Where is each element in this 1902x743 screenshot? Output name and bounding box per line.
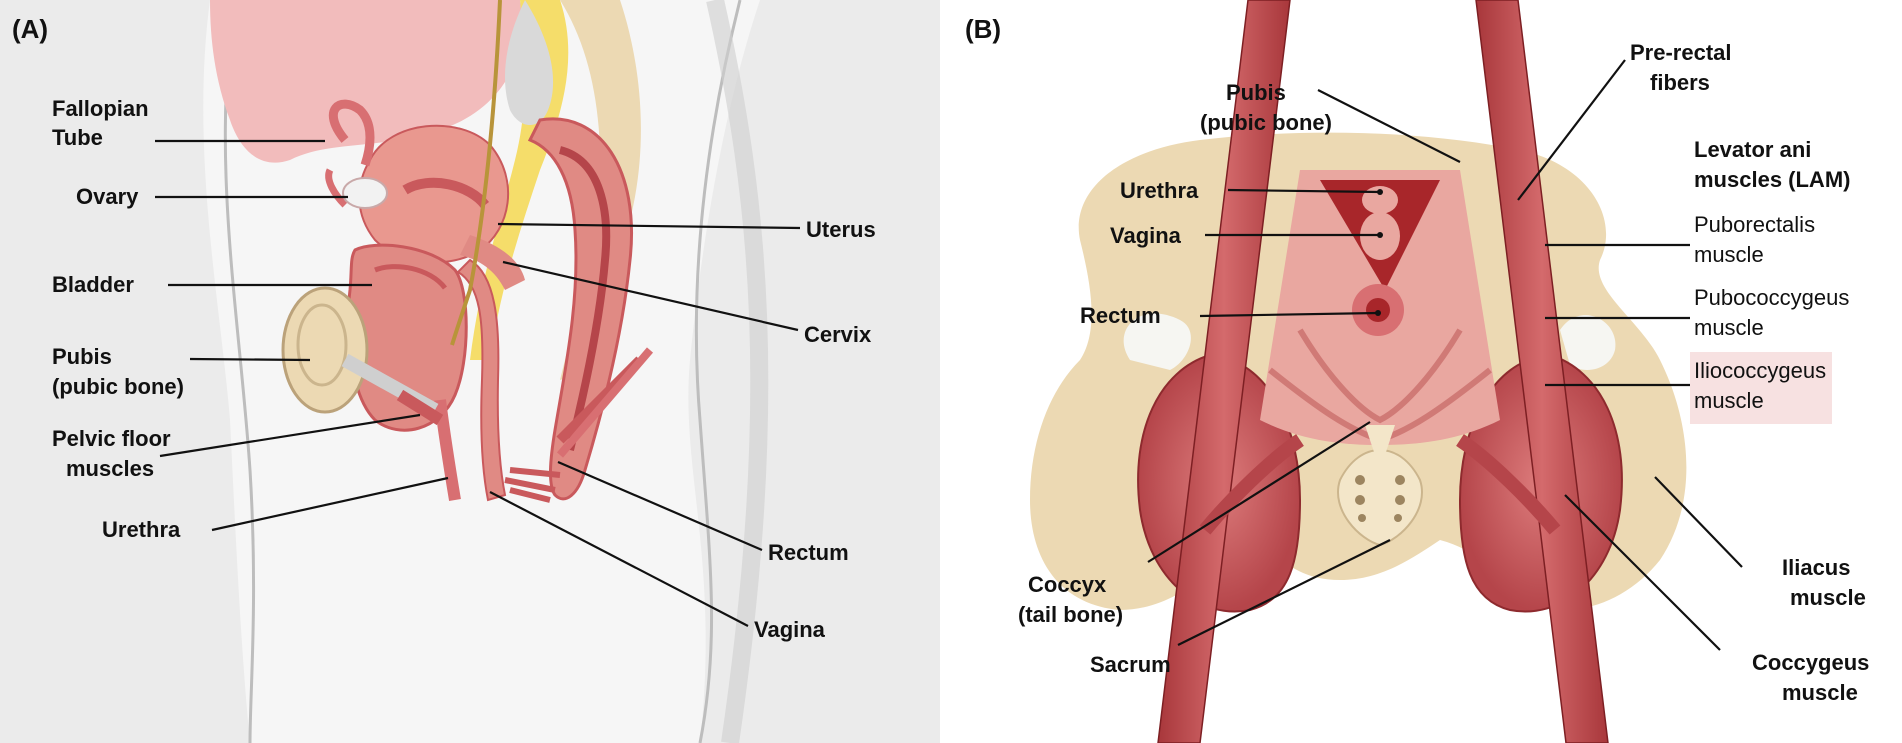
fimbriae <box>325 168 348 208</box>
label-b-vagina: Vagina <box>1110 223 1182 248</box>
label-pubococcygeus-line2: muscle <box>1694 315 1764 340</box>
pubococcygeus-fibers <box>1297 328 1463 424</box>
pelvic-floor-back-2 <box>556 347 654 458</box>
vagina-shape <box>456 258 507 502</box>
label-cervix: Cervix <box>804 322 872 347</box>
bladder-wall <box>374 264 447 290</box>
panel-b-leader-dots <box>1375 189 1383 316</box>
sacral-foramina <box>1355 475 1405 522</box>
ureter-line <box>450 0 502 346</box>
label-b-urethra: Urethra <box>1120 178 1199 203</box>
label-prerectal-line2: fibers <box>1650 70 1710 95</box>
label-fallopian-tube-line2: Tube <box>52 125 103 150</box>
label-puborectalis-line1: Puborectalis <box>1694 212 1815 237</box>
label-prerectal-line1: Pre-rectal <box>1630 40 1732 65</box>
uterine-cavity <box>402 177 489 209</box>
body-front-outline <box>223 0 256 743</box>
label-vagina: Vagina <box>754 617 826 642</box>
iliac-crest-right <box>1560 315 1616 370</box>
pelvic-floor-front <box>396 389 444 426</box>
label-lam-line1: Levator ani <box>1694 137 1811 162</box>
ovary-shape <box>342 177 388 209</box>
label-iliococcygeus-line1: Iliococcygeus <box>1694 358 1826 383</box>
label-puborectalis-line2: muscle <box>1694 242 1764 267</box>
colon-shadow <box>505 0 554 125</box>
label-b-pubis-line1: Pubis <box>1226 80 1286 105</box>
psoas-left <box>1157 0 1291 743</box>
panel-b: (B) Pubis (pubic bone) Pre-rectal fibers… <box>965 0 1869 743</box>
label-coccygeus-line1: Coccygeus <box>1752 650 1869 675</box>
panel-b-tag: (B) <box>965 14 1001 44</box>
panel-b-leaders <box>1147 59 1743 651</box>
panel-a: (A) Fallopian Tube Ovary Bladder Pubis (… <box>0 0 940 743</box>
iliac-crest-left <box>1123 313 1191 370</box>
urethra-tube <box>434 399 461 501</box>
buttock-shadow <box>706 0 769 743</box>
label-uterus: Uterus <box>806 217 876 242</box>
label-iliococcygeus-line2: muscle <box>1694 388 1764 413</box>
label-coccyx-line2: (tail bone) <box>1018 602 1123 627</box>
panel-a-leaders <box>155 139 801 627</box>
label-coccyx-line1: Coccyx <box>1028 572 1107 597</box>
label-sacrum: Sacrum <box>1090 652 1171 677</box>
label-iliacus-line2: muscle <box>1790 585 1866 610</box>
label-pubococcygeus-line1: Pubococcygeus <box>1694 285 1849 310</box>
pelvic-floor-fibers <box>504 467 561 503</box>
label-bladder: Bladder <box>52 272 134 297</box>
label-pubis-line2: (pubic bone) <box>52 374 184 399</box>
label-fallopian-tube-line1: Fallopian <box>52 96 149 121</box>
label-ovary: Ovary <box>76 184 139 209</box>
panel-a-tag: (A) <box>12 14 48 44</box>
psoas-right <box>1475 0 1609 743</box>
rectal-lumen <box>558 146 611 451</box>
label-pelvic-floor-line1: Pelvic floor <box>52 426 171 451</box>
label-rectum: Rectum <box>768 540 849 565</box>
body-back-outline <box>694 0 742 743</box>
coccygeus-shape <box>1456 434 1561 535</box>
fallopian-tube-shape <box>328 99 375 167</box>
label-iliacus-line1: Iliacus <box>1782 555 1850 580</box>
pubic-bone-ring <box>296 303 348 387</box>
iliococcygeus-label-highlight <box>1690 352 1832 424</box>
label-coccygeus-line2: muscle <box>1782 680 1858 705</box>
coccyx-shape <box>1365 425 1395 455</box>
label-b-rectum: Rectum <box>1080 303 1161 328</box>
label-urethra: Urethra <box>102 517 181 542</box>
urethra-opening <box>1362 186 1398 214</box>
label-lam-line2: muscles (LAM) <box>1694 167 1850 192</box>
abdominal-cavity <box>210 0 522 163</box>
label-pubis-line1: Pubis <box>52 344 112 369</box>
label-b-pubis-line2: (pubic bone) <box>1200 110 1332 135</box>
label-pelvic-floor-line2: muscles <box>66 456 154 481</box>
